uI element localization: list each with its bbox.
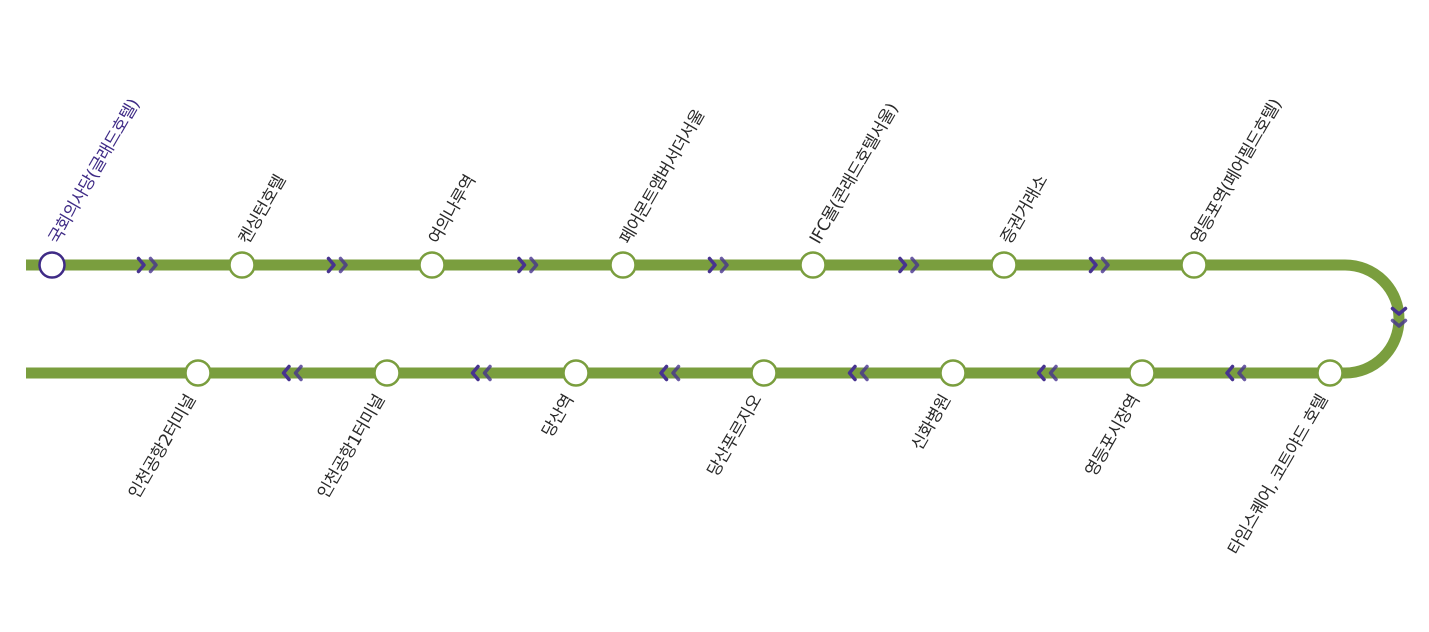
direction-arrow-icon <box>517 256 539 274</box>
station-node[interactable]: 인천공항1터미널 <box>314 359 401 503</box>
station-label: IFC몰(콘래드호텔서울) <box>806 100 903 247</box>
station-label: 타임스퀘어, 코트야드 호텔 <box>1224 392 1332 559</box>
direction-arrow-icon <box>1225 364 1247 382</box>
direction-arrow-icon <box>1088 256 1110 274</box>
station-label: 영등포역(페어필드호텔) <box>1187 96 1286 248</box>
station-label: 인천공항1터미널 <box>314 392 389 503</box>
station-node[interactable]: 영등포역(페어필드호텔) <box>1180 96 1287 279</box>
direction-arrow-icon <box>281 364 303 382</box>
direction-arrow-icon <box>1036 364 1058 382</box>
station-marker[interactable] <box>184 359 212 387</box>
direction-arrow-icon <box>659 364 681 382</box>
direction-arrow-icon <box>847 364 869 382</box>
station-marker[interactable] <box>418 251 446 279</box>
station-marker[interactable] <box>562 359 590 387</box>
station-label: 증권거래소 <box>997 172 1052 248</box>
station-label: 당산푸르지오 <box>704 392 767 481</box>
station-marker[interactable] <box>228 251 256 279</box>
current-station-label: 국회의사당(글래드호텔) <box>45 96 144 248</box>
station-label: 당산역 <box>538 392 578 441</box>
station-marker[interactable] <box>990 251 1018 279</box>
station-label: 켄싱턴호텔 <box>235 172 290 248</box>
station-label: 영등포시장역 <box>1082 392 1145 481</box>
station-node[interactable]: IFC몰(콘래드호텔서울) <box>799 100 903 279</box>
station-node[interactable]: 국회의사당(글래드호텔) <box>38 96 145 279</box>
station-label: 페어몬트앰버서더서울 <box>616 106 709 247</box>
station-node[interactable]: 타임스퀘어, 코트야드 호텔 <box>1224 359 1344 559</box>
direction-arrow-icon <box>470 364 492 382</box>
station-marker[interactable] <box>799 251 827 279</box>
direction-arrows <box>136 256 1408 382</box>
station-node[interactable]: 페어몬트앰버서더서울 <box>609 106 710 279</box>
station-label: 신화병원 <box>908 392 956 454</box>
direction-arrow-icon <box>1390 306 1408 328</box>
station-marker[interactable] <box>1180 251 1208 279</box>
station-marker[interactable] <box>1316 359 1344 387</box>
station-marker[interactable] <box>1128 359 1156 387</box>
route-line <box>26 259 1405 379</box>
station-label: 인천공항2터미널 <box>125 392 200 503</box>
station-marker[interactable] <box>750 359 778 387</box>
station-node[interactable]: 인천공항2터미널 <box>125 359 212 503</box>
station-marker[interactable] <box>373 359 401 387</box>
direction-arrow-icon <box>136 256 158 274</box>
direction-arrow-icon <box>898 256 920 274</box>
station-list: 국회의사당(글래드호텔) 켄싱턴호텔 여의나루역 페어몬트앰버서더서울 IFC몰(콘래드… <box>38 96 1344 559</box>
station-marker[interactable] <box>939 359 967 387</box>
direction-arrow-icon <box>326 256 348 274</box>
direction-arrow-icon <box>707 256 729 274</box>
current-station-marker[interactable] <box>38 251 66 279</box>
station-label: 여의나루역 <box>425 172 480 248</box>
station-marker[interactable] <box>609 251 637 279</box>
